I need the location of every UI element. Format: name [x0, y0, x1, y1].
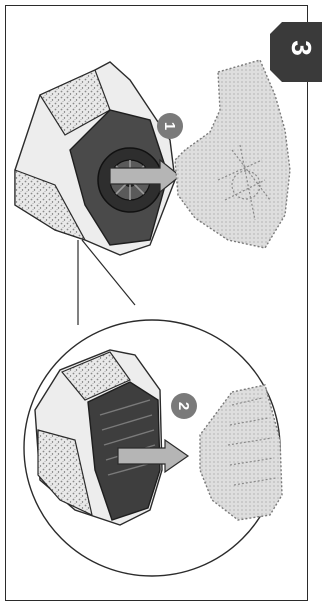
callout-2: 2 [171, 393, 197, 419]
cover-filter-removed [175, 60, 290, 248]
filter-housing-top [15, 62, 175, 255]
callout-1: 1 [157, 113, 183, 139]
